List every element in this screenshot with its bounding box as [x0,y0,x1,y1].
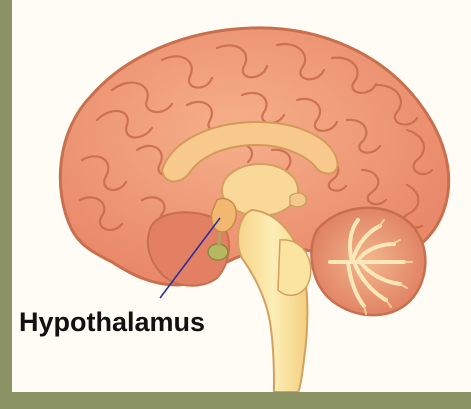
pituitary-gland [208,244,228,260]
hypothalamus-region [211,198,236,232]
left-frame-border [0,0,12,409]
hypothalamus-label: Hypothalamus [19,307,205,337]
pineal-gland [290,193,306,207]
bottom-frame-border [0,392,471,409]
diagram-canvas: Hypothalamus [12,0,471,392]
